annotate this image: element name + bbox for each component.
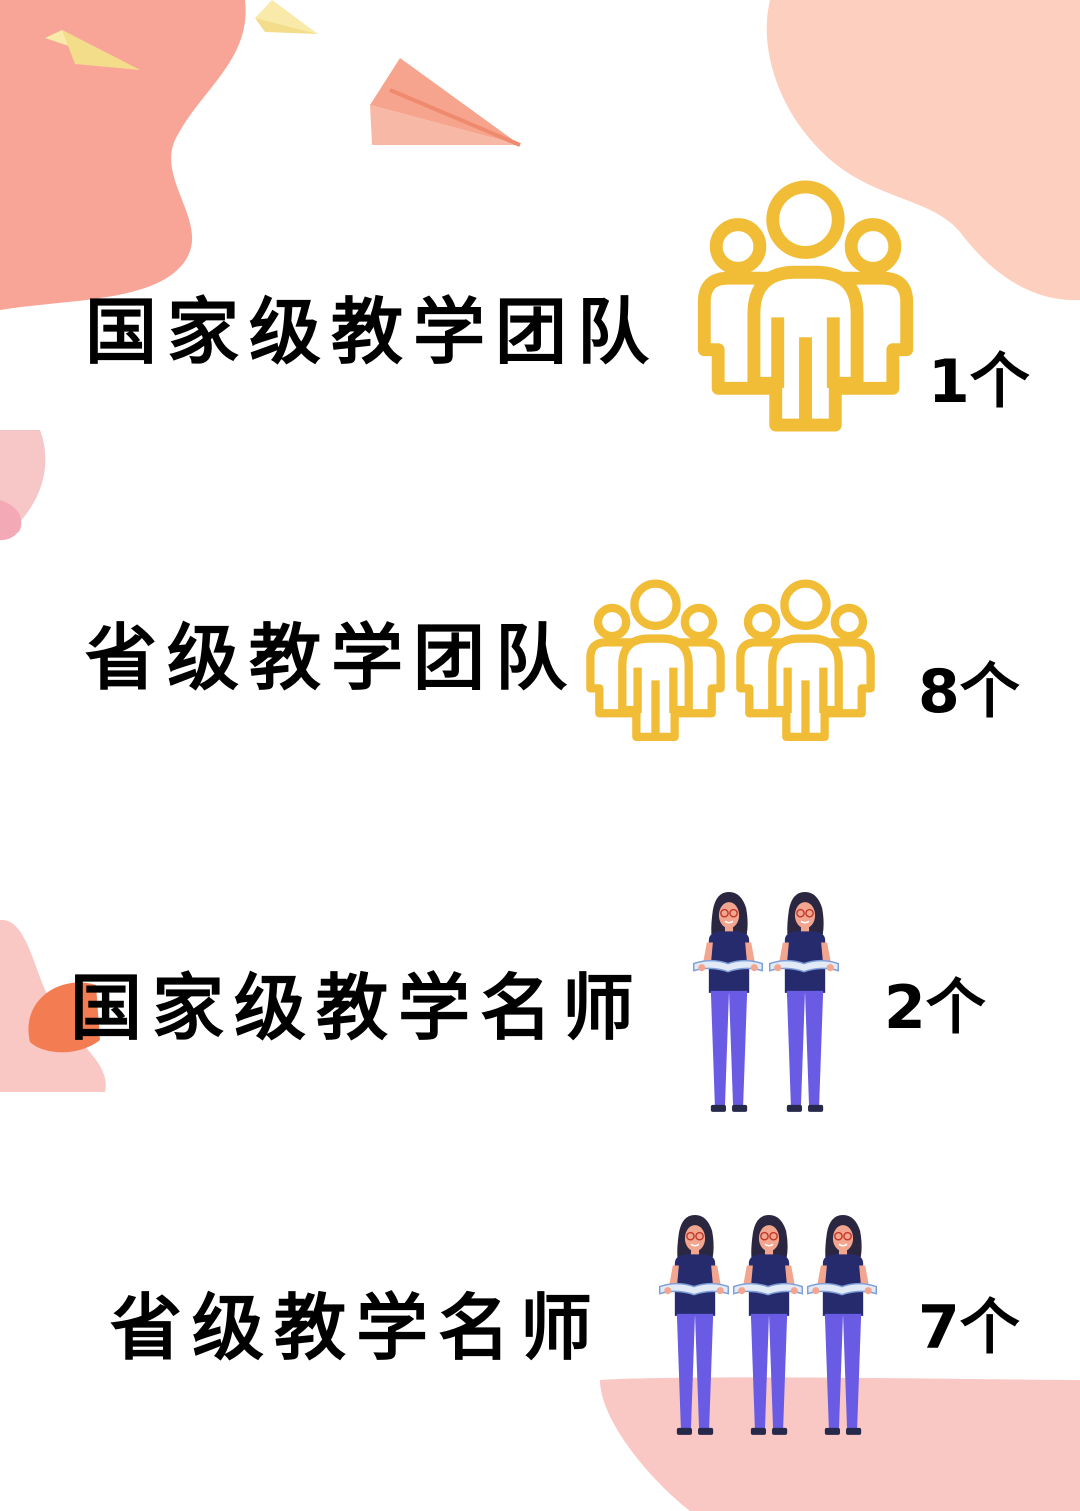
row-label: 省级教学名师 <box>110 1286 603 1370</box>
paper-plane-orange <box>370 58 521 147</box>
row-label: 国家级教学团队 <box>85 290 660 374</box>
blob-bottom-right <box>600 1377 1080 1511</box>
teacher-figure <box>732 1213 804 1445</box>
blob-top-left <box>0 0 246 310</box>
blob-left-upper-inner <box>0 500 22 540</box>
row-label: 国家级教学名师 <box>70 966 645 1050</box>
row-count: 2个 <box>884 973 986 1043</box>
row-count: 1个 <box>928 347 1030 417</box>
paper-plane-yellow-left <box>45 30 140 70</box>
team-icon <box>733 576 878 742</box>
teacher-figure <box>768 890 840 1122</box>
teacher-figure <box>692 890 764 1122</box>
team-icon <box>693 175 918 433</box>
blob-top-right <box>766 0 1080 301</box>
teacher-figure <box>806 1213 878 1445</box>
team-icon <box>583 576 728 742</box>
row-count: 7个 <box>918 1293 1020 1363</box>
row-count: 8个 <box>918 657 1020 727</box>
teacher-figure <box>658 1213 730 1445</box>
row-label: 省级教学团队 <box>85 616 578 700</box>
blob-left-orange <box>28 982 100 1053</box>
paper-plane-yellow-top <box>255 0 318 34</box>
